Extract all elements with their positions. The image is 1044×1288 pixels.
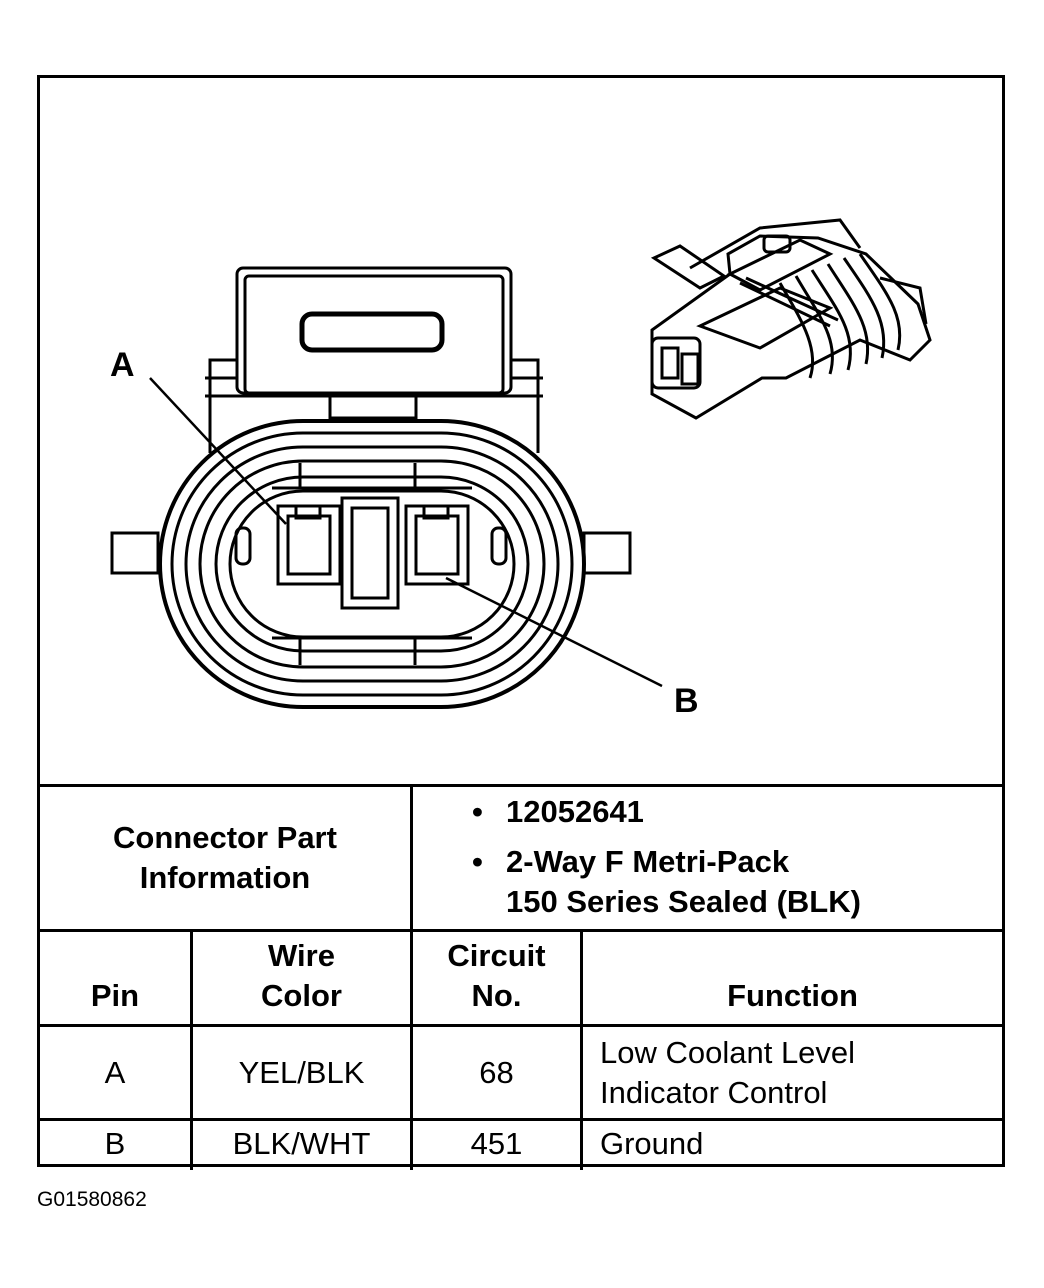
part-info-divider	[410, 784, 413, 932]
header-circuit: Circuit No.	[447, 938, 546, 1013]
col-divider-2	[410, 929, 413, 1170]
connector-face-view	[110, 266, 663, 709]
connector-type-line1: 2-Way F Metri-Pack	[506, 844, 790, 879]
header-bottom-rule	[40, 1024, 1002, 1027]
row-b-circuit: 451	[470, 1126, 523, 1161]
connector-type-line2: 150 Series Sealed (BLK)	[506, 884, 861, 919]
part-info-bottom-rule	[40, 929, 1002, 932]
part-number-bullet: • 12052641	[472, 792, 992, 832]
row-a-pin: A	[104, 1054, 126, 1090]
header-function: Function	[727, 978, 858, 1013]
row-b-pin: B	[104, 1126, 126, 1161]
header-pin: Pin	[90, 978, 140, 1013]
connector-drawing: A B	[110, 218, 932, 720]
row-b-wire-color: BLK/WHT	[232, 1126, 371, 1161]
row-a-function: Low Coolant Level Indicator Control	[600, 1034, 856, 1110]
connector-type-bullet: • 2-Way F Metri-Pack 150 Series Sealed (…	[472, 842, 992, 922]
connector-isometric-view	[650, 218, 932, 420]
row-a-wire-color: YEL/BLK	[238, 1054, 365, 1090]
part-info-label: Connector Part Information	[113, 820, 337, 895]
diagram-frame: A B Connector Part	[37, 75, 1005, 1170]
figure-id: G01580862	[37, 1188, 147, 1211]
row-a-circuit: 68	[479, 1054, 514, 1090]
table-top-rule	[40, 784, 1002, 787]
row-b-function: Ground	[600, 1126, 704, 1161]
header-wire-color: Wire Color	[261, 938, 342, 1013]
row-a-bottom-rule	[40, 1118, 1002, 1121]
col-divider-3	[580, 929, 583, 1170]
callout-b-label: B	[674, 682, 699, 720]
callout-a-label: A	[110, 346, 135, 384]
part-info-values: • 12052641 • 2-Way F Metri-Pack 150 Seri…	[472, 792, 992, 922]
col-divider-1	[190, 929, 193, 1170]
part-number: 12052641	[506, 794, 644, 829]
